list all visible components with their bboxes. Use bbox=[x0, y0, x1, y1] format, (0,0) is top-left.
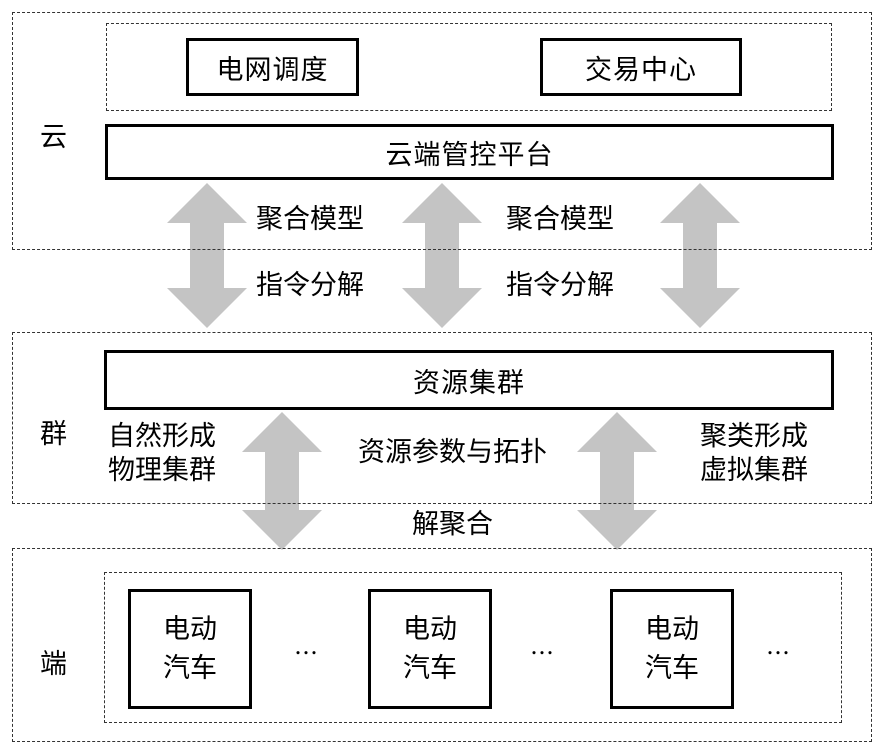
virtual-cluster-line1: 聚类形成 bbox=[700, 421, 808, 452]
electric-vehicle-box-1: 电动 汽车 bbox=[128, 589, 252, 709]
aggregation-model-text-left: 聚合模型 bbox=[256, 204, 364, 235]
edge-layer-frame bbox=[12, 548, 872, 742]
aggregation-model-text-right: 聚合模型 bbox=[506, 204, 614, 235]
ellipsis-2: … bbox=[530, 632, 555, 660]
double-arrow-cluster-left bbox=[242, 412, 322, 550]
disaggregation-text: 解聚合 bbox=[412, 509, 493, 540]
double-arrow-middle bbox=[402, 183, 482, 328]
cloud-top-frame bbox=[106, 23, 832, 111]
physical-cluster-line2: 物理集群 bbox=[108, 454, 216, 486]
physical-cluster-line1: 自然形成 bbox=[108, 421, 216, 452]
double-arrow-left bbox=[167, 183, 247, 328]
trading-center-box: 交易中心 bbox=[540, 38, 742, 96]
cluster-layer-label: 群 bbox=[40, 419, 67, 450]
electric-vehicle-box-3: 电动 汽车 bbox=[610, 589, 734, 709]
grid-dispatch-box: 电网调度 bbox=[186, 38, 359, 96]
edge-inner-frame bbox=[104, 572, 842, 723]
cloud-platform-box: 云端管控平台 bbox=[105, 124, 834, 180]
ev-line2: 汽车 bbox=[403, 653, 457, 684]
ev-line1: 电动 bbox=[645, 613, 699, 645]
cluster-layer-frame bbox=[12, 332, 872, 504]
ellipsis-1: … bbox=[294, 632, 319, 660]
cloud-layer-frame bbox=[12, 12, 872, 250]
double-arrow-right bbox=[660, 183, 740, 328]
double-arrow-cluster-right bbox=[577, 412, 657, 550]
command-decompose-text-right: 指令分解 bbox=[506, 270, 614, 301]
resource-cluster-box: 资源集群 bbox=[104, 350, 834, 410]
ellipsis-3: … bbox=[766, 632, 791, 660]
edge-layer-label: 端 bbox=[40, 649, 67, 680]
ev-line1: 电动 bbox=[403, 613, 457, 645]
electric-vehicle-box-2: 电动 汽车 bbox=[368, 589, 492, 709]
cloud-layer-label: 云 bbox=[40, 122, 67, 153]
command-decompose-text-left: 指令分解 bbox=[256, 270, 364, 301]
ev-line1: 电动 bbox=[163, 613, 217, 645]
physical-cluster-text: 自然形成 物理集群 bbox=[108, 420, 216, 488]
virtual-cluster-line2: 虚拟集群 bbox=[700, 454, 808, 486]
ev-line2: 汽车 bbox=[645, 653, 699, 684]
ev-line2: 汽车 bbox=[163, 653, 217, 684]
virtual-cluster-text: 聚类形成 虚拟集群 bbox=[700, 420, 808, 488]
resource-params-topology-text: 资源参数与拓扑 bbox=[358, 437, 547, 468]
